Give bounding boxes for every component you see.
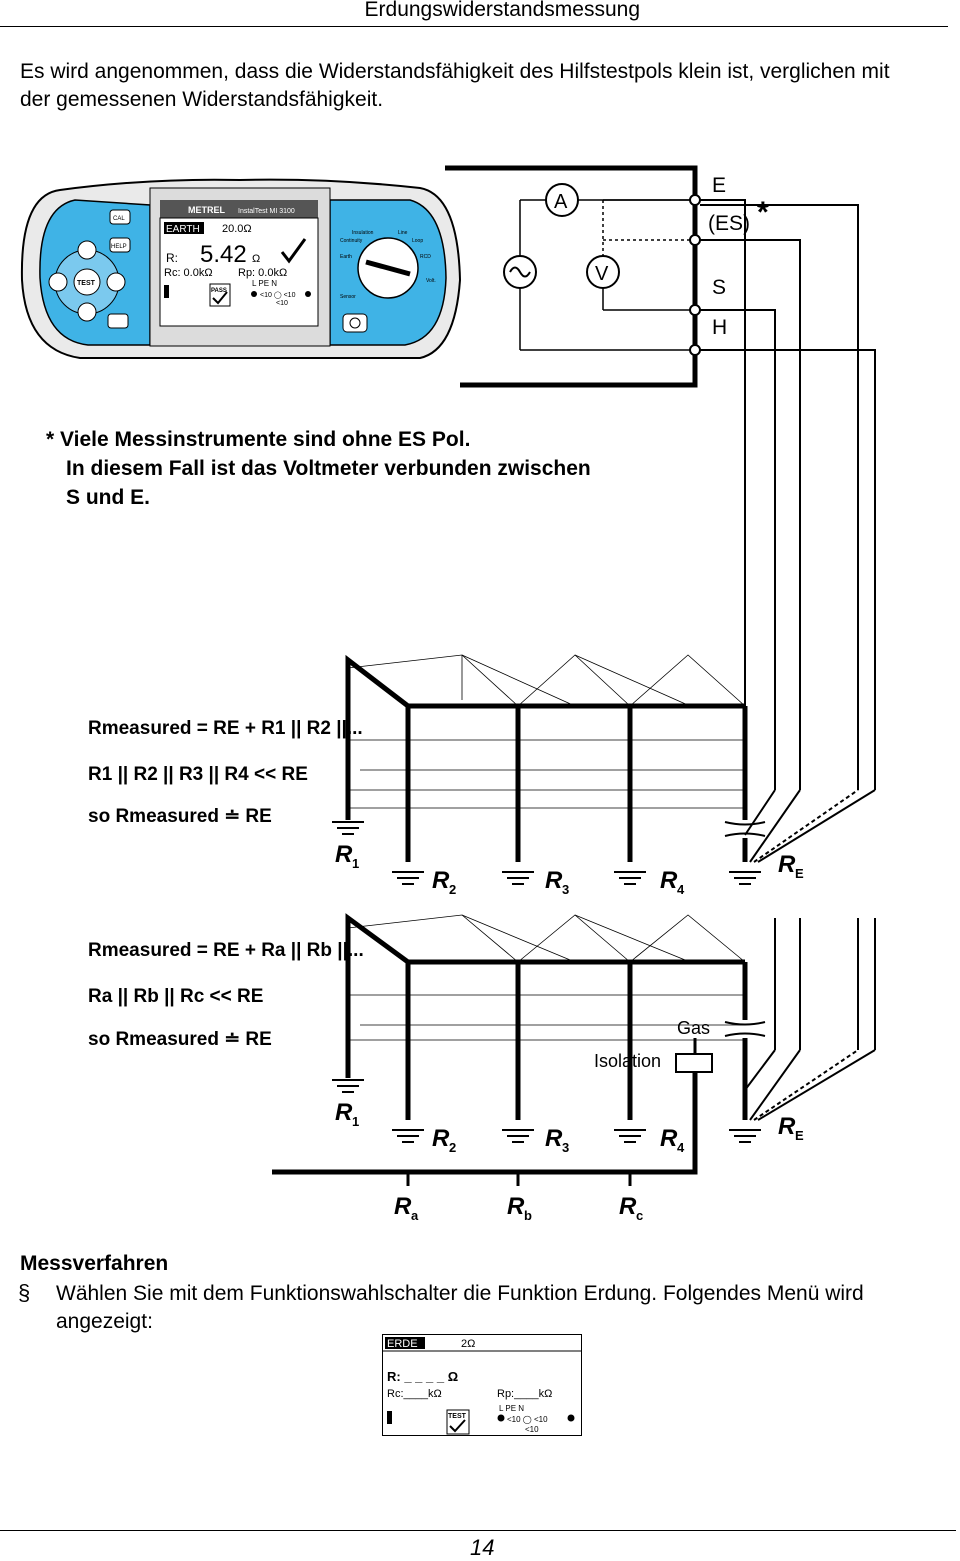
pipe-rb: R [507, 1193, 525, 1220]
ground2-re-sub: E [795, 1128, 804, 1143]
intro-paragraph: Es wird angenommen, dass die Widerstands… [20, 60, 890, 111]
menu-lt1: <10 ◯ <10 [507, 1415, 548, 1424]
diagram-2: Gas Isolation R 1 R 2 R 3 R 4 R E [88, 913, 876, 1223]
terminal-h: H [712, 316, 727, 339]
menu-test-label: TEST [448, 1413, 467, 1420]
earth-menu-screen: ERDE 2Ω R: _ _ _ _ Ω Rc:____kΩ Rp:____kΩ… [382, 1334, 582, 1436]
formula-2a: Rmeasured = RE + Ra || Rb ||... [88, 940, 364, 961]
note-line-1: * Viele Messinstrumente sind ohne ES Pol… [46, 428, 470, 451]
screen-r-value: 5.42 [200, 241, 247, 268]
menu-battery-icon [387, 1411, 392, 1424]
formula-1c: so Rmeasured ≐ RE [88, 806, 272, 827]
terminal-s: S [712, 276, 726, 299]
formula-2c: so Rmeasured ≐ RE [88, 1029, 272, 1050]
screen-r-label: R: [166, 251, 178, 265]
ground2-r4-sub: 4 [677, 1140, 685, 1155]
formula-1a: Rmeasured = RE + R1 || R2 ||... [88, 718, 363, 739]
ground-r2-sub: 2 [449, 882, 456, 897]
dial-label: Sensor [340, 294, 356, 300]
menu-check-icon [449, 1419, 466, 1433]
bullet-symbol: § [18, 1280, 31, 1305]
ground-r1: R [335, 841, 353, 868]
button-help: HELP [111, 244, 127, 250]
button-cal: CAL [113, 216, 125, 222]
menu-rp-line: Rp:____kΩ [497, 1388, 552, 1400]
note-line-3: S und E. [66, 486, 150, 509]
ground2-r3: R [545, 1125, 563, 1152]
menu-lt2: <10 [525, 1425, 539, 1434]
footer-rule [0, 1530, 956, 1531]
formula-1b: R1 || R2 || R3 || R4 << RE [88, 764, 308, 785]
menu-terminals: L PE N [499, 1404, 524, 1413]
ground2-re: R [778, 1113, 796, 1140]
button-test: TEST [77, 280, 96, 287]
ground-r4-sub: 4 [677, 882, 685, 897]
pipe-rb-sub: b [524, 1208, 532, 1223]
isolation-box [675, 1053, 713, 1073]
device-model: InstalTest MI 3100 [238, 208, 295, 215]
ground-r3-sub: 3 [562, 882, 569, 897]
ground2-r1: R [335, 1099, 353, 1126]
dial-label: Line [398, 230, 408, 236]
earth-measurement-figure: METREL InstalTest MI 3100 EARTH 20.0Ω R:… [20, 165, 876, 1223]
ground-re-sub: E [795, 866, 804, 881]
menu-r-line: R: _ _ _ _ Ω [387, 1369, 458, 1384]
ground-r4: R [660, 867, 678, 894]
diagram-1: R 1 R 2 R 3 R 4 R E Rmeasured = RE + R1 … [88, 654, 876, 897]
dial-label: Loop [412, 238, 423, 244]
terminal-es: (ES) [708, 212, 750, 235]
pipe-rc-sub: c [636, 1208, 643, 1223]
device-brand: METREL [188, 205, 226, 215]
ac-source-icon [509, 266, 531, 278]
page-number: 14 [470, 1535, 495, 1560]
pipe-ra: R [394, 1193, 412, 1220]
screen-pass: PASS [211, 288, 227, 294]
note-line-2: In diesem Fall ist das Voltmeter verbund… [66, 457, 591, 480]
header-title: Erdungswiderstandsmessung [364, 0, 640, 21]
pipe-rc: R [619, 1193, 637, 1220]
dial-label: Insulation [352, 230, 374, 236]
isolation-label: Isolation [594, 1051, 661, 1071]
formula-2b: Ra || Rb || Rc << RE [88, 986, 263, 1007]
screen-rc: Rc: 0.0kΩ [164, 267, 213, 279]
screen-limit: 20.0Ω [222, 223, 252, 235]
ground2-r2: R [432, 1125, 450, 1152]
terminal-star: * [757, 196, 769, 229]
ammeter-label: A [554, 191, 568, 213]
screen-function: EARTH [166, 224, 200, 235]
ground-r2: R [432, 867, 450, 894]
screen-lt1: <10 ◯ <10 [260, 291, 296, 299]
pipe-ra-sub: a [411, 1208, 419, 1223]
ground2-r3-sub: 3 [562, 1140, 569, 1155]
section-heading: Messverfahren [20, 1252, 169, 1275]
dial-label: RCD [420, 254, 431, 260]
screen-check-icon [280, 238, 307, 264]
ground2-r1-sub: 1 [352, 1114, 359, 1129]
schematic: A V E (ES) * S H [445, 165, 876, 790]
ground-re: R [778, 851, 796, 878]
screen-rp: Rp: 0.0kΩ [238, 267, 287, 279]
voltmeter-label: V [595, 263, 609, 285]
menu-rc-line: Rc:____kΩ [387, 1388, 442, 1400]
screen-lt2: <10 [276, 300, 288, 307]
ground2-r2-sub: 2 [449, 1140, 456, 1155]
dial-label: Earth [340, 254, 352, 260]
ground-r3: R [545, 867, 563, 894]
menu-function: ERDE [387, 1338, 418, 1350]
ground-r1-sub: 1 [352, 856, 359, 871]
note-block: * Viele Messinstrumente sind ohne ES Pol… [46, 428, 591, 509]
menu-limit: 2Ω [461, 1338, 475, 1350]
dial-label: Continuity [340, 238, 363, 244]
screen-r-unit: Ω [252, 253, 260, 265]
gas-label: Gas [677, 1018, 710, 1038]
dial-label: Volt. [426, 278, 436, 284]
page-header: Erdungswiderstandsmessung [0, 0, 948, 27]
instrument-device: METREL InstalTest MI 3100 EARTH 20.0Ω R:… [20, 178, 462, 359]
screen-terminals: L PE N [252, 279, 277, 288]
ground2-r4: R [660, 1125, 678, 1152]
procedure-step: Wählen Sie mit dem Funktionswahlschalter… [56, 1282, 864, 1333]
terminal-e: E [712, 174, 726, 197]
battery-icon [164, 285, 169, 298]
